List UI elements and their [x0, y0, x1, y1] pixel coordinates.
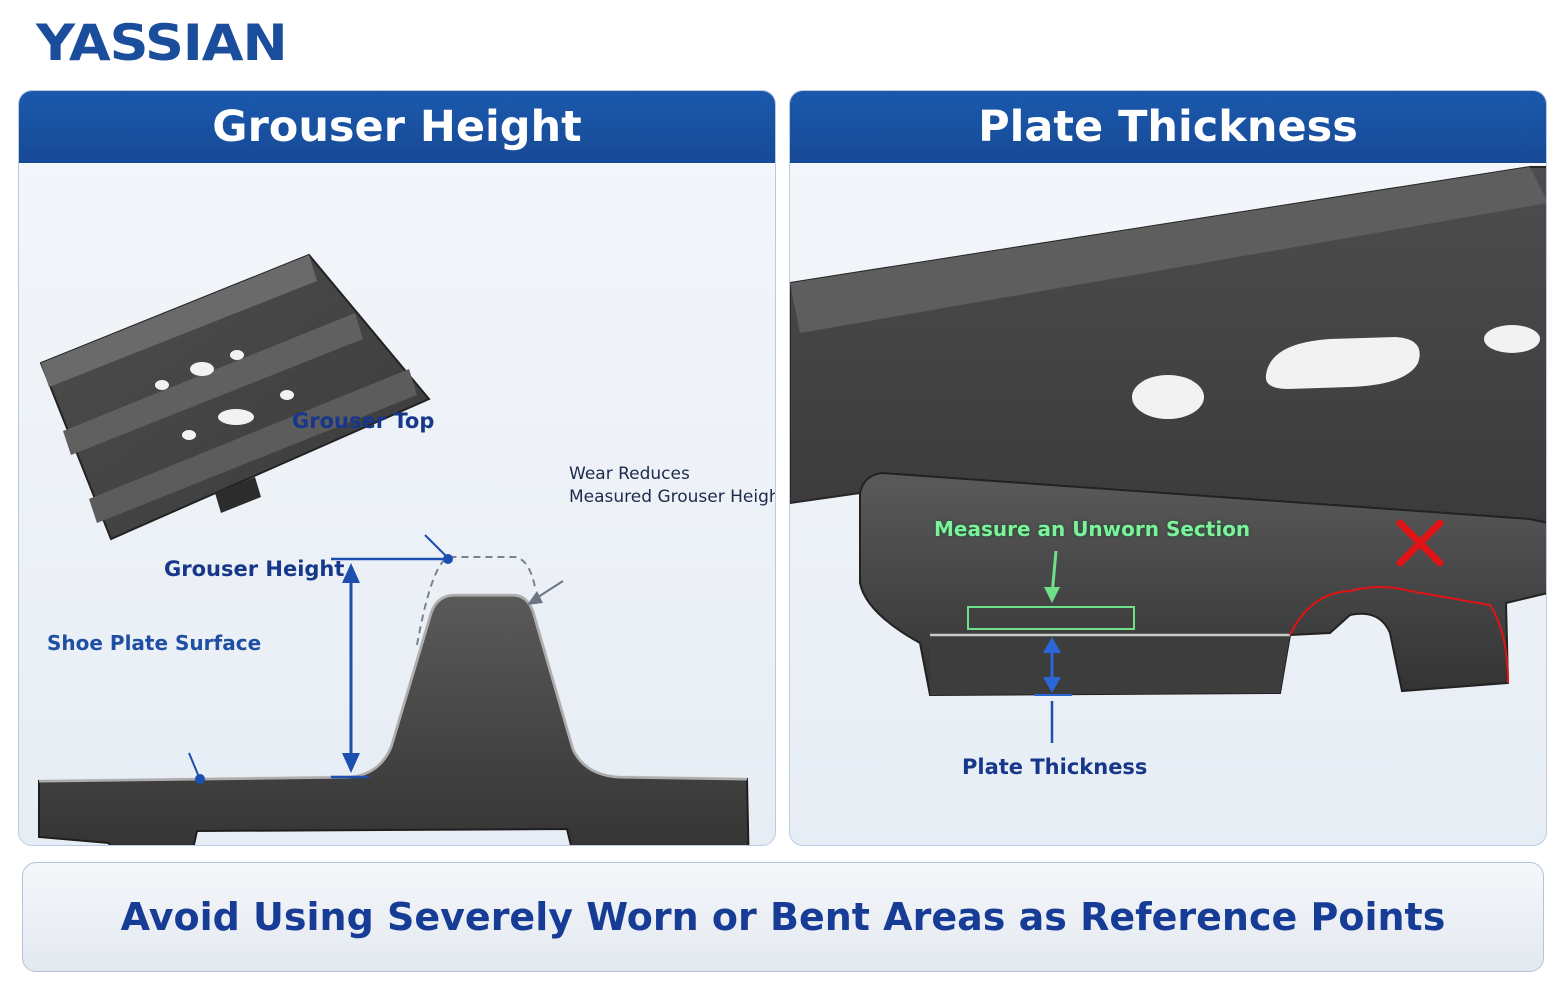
shoe-plate-surface-label: Shoe Plate Surface: [47, 631, 262, 655]
grouser-cross-section: [38, 593, 750, 845]
grouser-illustration: [38, 253, 750, 845]
worn-bent-area-outline: [1289, 586, 1509, 684]
plate-thickness-label: Plate Thickness: [962, 755, 1148, 779]
grouser-top-label: Grouser Top: [292, 409, 435, 433]
wear-note-line1: Wear Reduces: [569, 464, 690, 484]
wear-note-label: Wear Reduces Measured Grouser Height: [569, 463, 776, 509]
shoe-plate-surface-point: [195, 774, 205, 784]
measure-unworn-label: Measure an Unworn Section: [934, 517, 1251, 541]
plate-thickness-dimension: [1034, 637, 1072, 743]
footer-banner: Avoid Using Severely Worn or Bent Areas …: [22, 862, 1544, 972]
plate-thickness-panel: Plate Thickness: [789, 90, 1547, 846]
track-shoe-thumbnail: [39, 253, 431, 541]
footer-text: Avoid Using Severely Worn or Bent Areas …: [120, 895, 1446, 939]
panel-title: Plate Thickness: [790, 91, 1546, 163]
panel-title: Grouser Height: [19, 91, 775, 163]
track-plate-closeup: [790, 166, 1546, 697]
plate-illustration: [790, 166, 1546, 743]
wear-note-line2: Measured Grouser Height: [569, 487, 776, 507]
grouser-top-point: [443, 554, 453, 564]
x-mark-icon: [1396, 519, 1444, 567]
grouser-height-dimension: [331, 557, 447, 779]
brand-logo: YASSIAN: [36, 14, 288, 72]
unworn-measure-area: [967, 606, 1135, 630]
grouser-height-label: Grouser Height: [164, 557, 345, 581]
grouser-height-panel: Grouser Height: [18, 90, 776, 846]
